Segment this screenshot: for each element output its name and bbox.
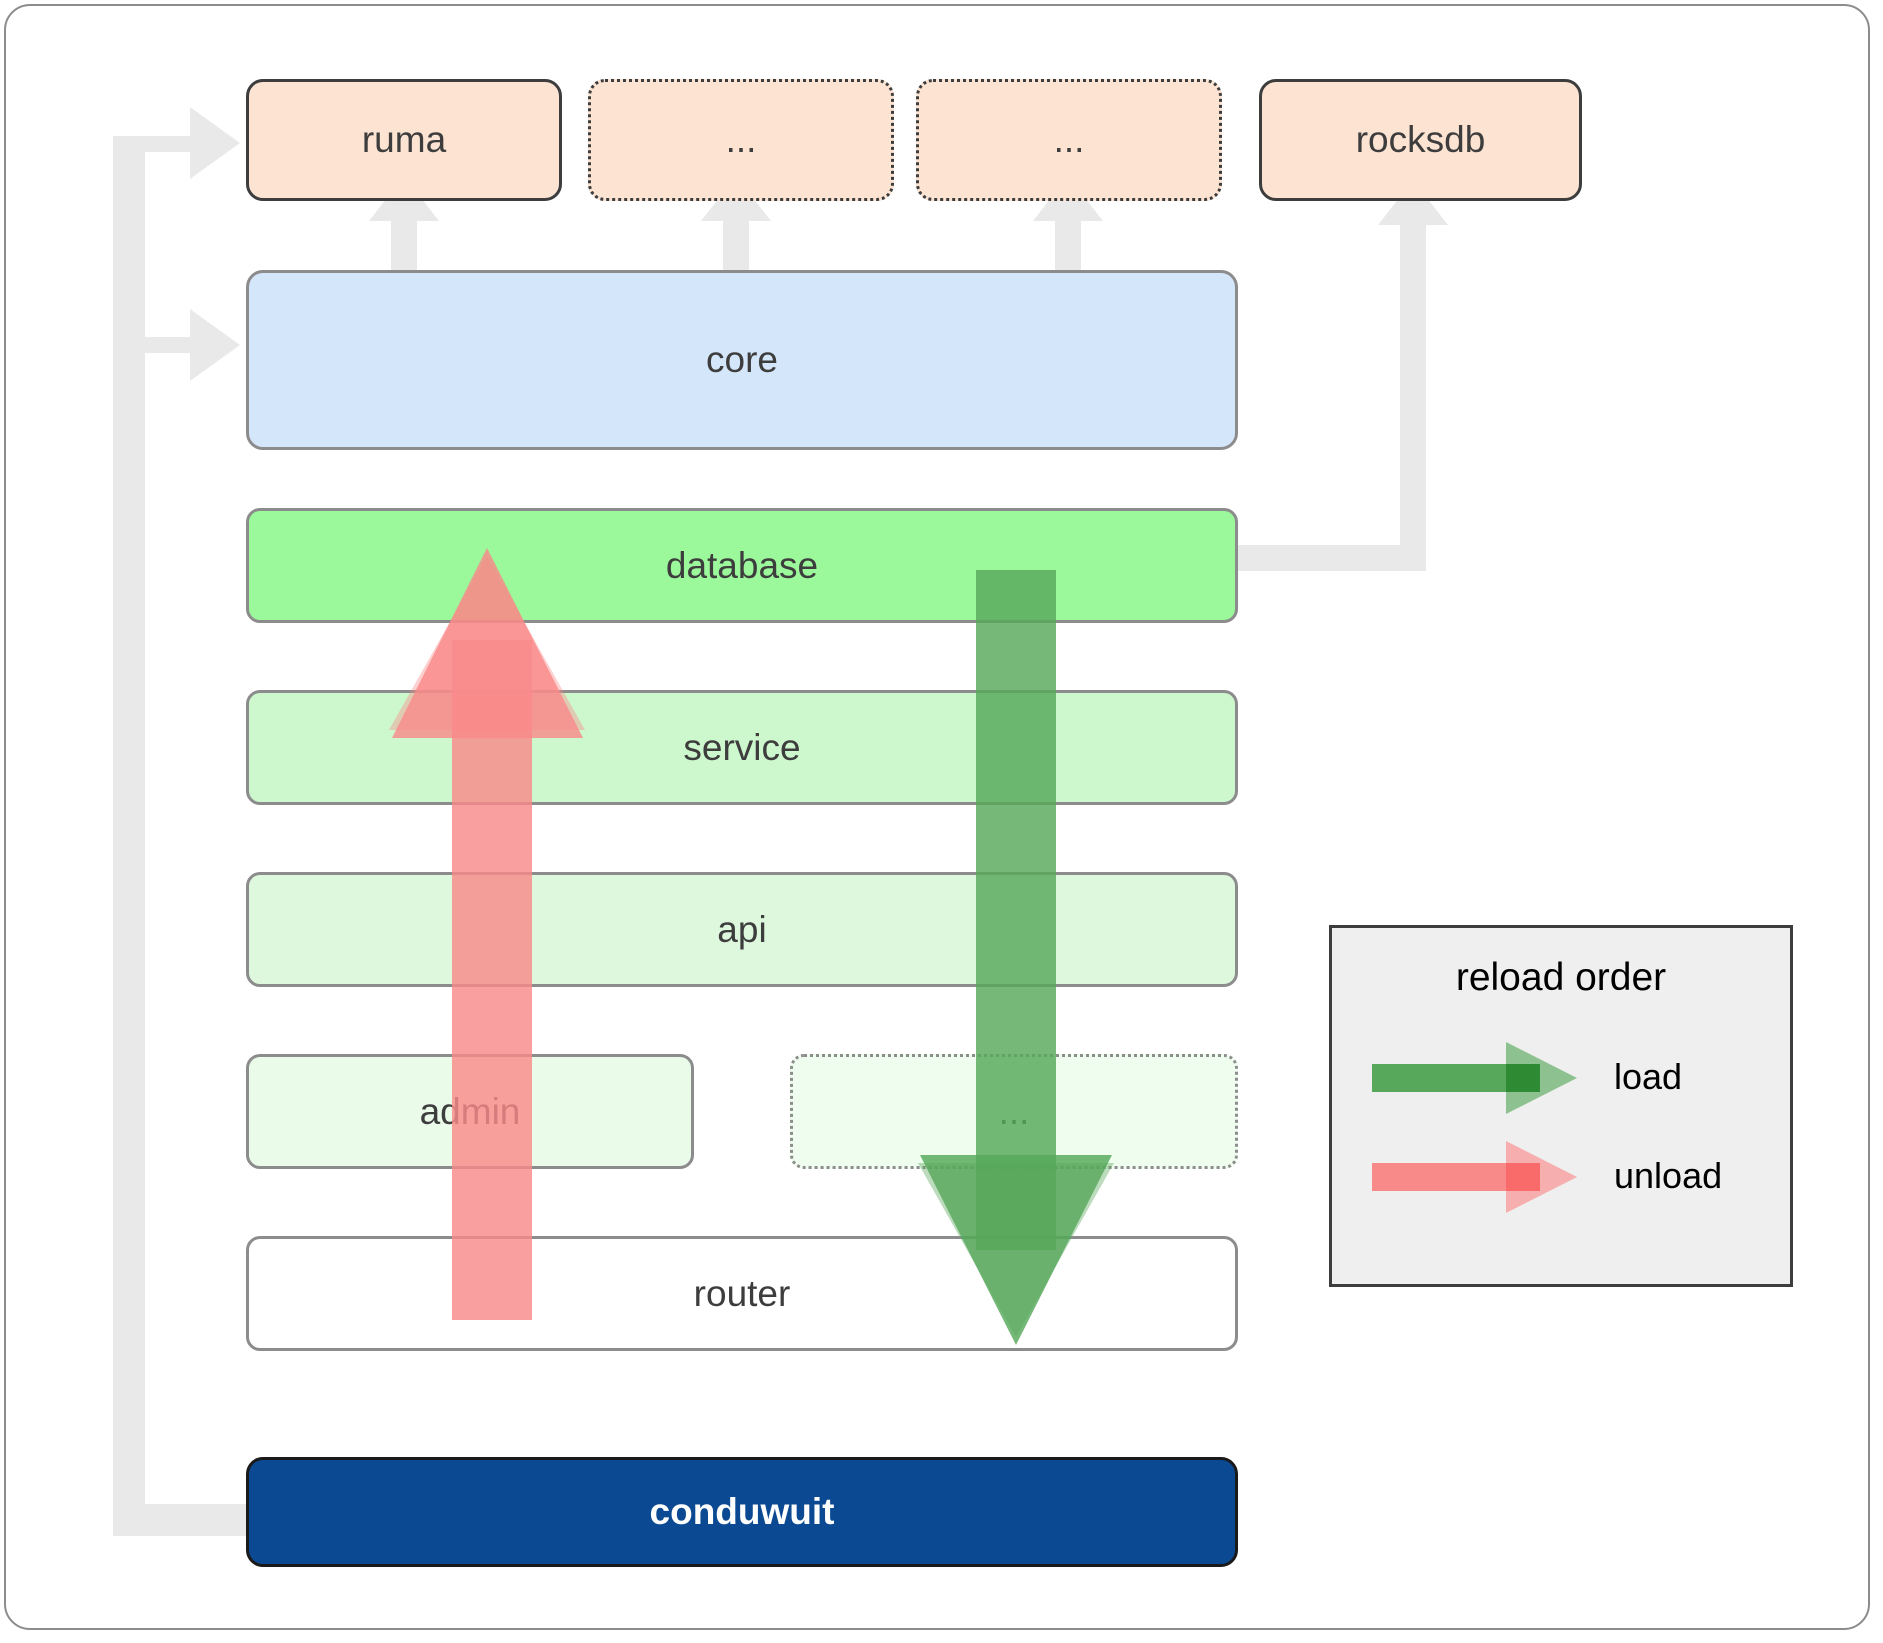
layer-label-service: service: [683, 726, 801, 768]
layer-label-api: api: [717, 908, 767, 950]
legend-arrow-swatches: [1372, 1042, 1577, 1213]
crate-label-ellipsis-2: ...: [1053, 119, 1085, 160]
binary-label-conduwuit: conduwuit: [649, 1491, 835, 1532]
legend-panel: reload order load unload: [1329, 925, 1793, 1287]
binary-box-conduwuit[interactable]: conduwuit: [246, 1457, 1238, 1567]
layer-label-router: router: [693, 1272, 791, 1314]
crate-label-ellipsis-1: ...: [725, 119, 757, 160]
layer-box-database[interactable]: database: [246, 508, 1238, 623]
layer-box-core[interactable]: core: [246, 270, 1238, 450]
layer-label-leaf-other: ...: [998, 1090, 1030, 1132]
legend-title: reload order: [1455, 956, 1667, 999]
layer-box-leaf-other[interactable]: ...: [790, 1054, 1238, 1169]
layer-box-api[interactable]: api: [246, 872, 1238, 987]
layer-box-router[interactable]: router: [246, 1236, 1238, 1351]
crate-box-ruma[interactable]: ruma: [246, 79, 562, 201]
crate-label-rocksdb: rocksdb: [1355, 119, 1486, 160]
layer-label-admin: admin: [419, 1090, 521, 1132]
layer-label-core: core: [706, 339, 778, 380]
crate-box-ellipsis-1[interactable]: ...: [588, 79, 894, 201]
diagram-outer-frame: [4, 4, 1870, 1630]
legend-label-unload: unload: [1614, 1155, 1723, 1196]
layer-box-service[interactable]: service: [246, 690, 1238, 805]
crate-box-ellipsis-2[interactable]: ...: [916, 79, 1222, 201]
legend-swatch-load: [1372, 1042, 1577, 1114]
crate-box-rocksdb[interactable]: rocksdb: [1259, 79, 1582, 201]
layer-label-database: database: [665, 544, 819, 586]
layer-box-admin[interactable]: admin: [246, 1054, 694, 1169]
legend-swatch-unload: [1372, 1141, 1577, 1213]
legend-label-load: load: [1614, 1056, 1683, 1097]
crate-label-ruma: ruma: [361, 119, 447, 160]
